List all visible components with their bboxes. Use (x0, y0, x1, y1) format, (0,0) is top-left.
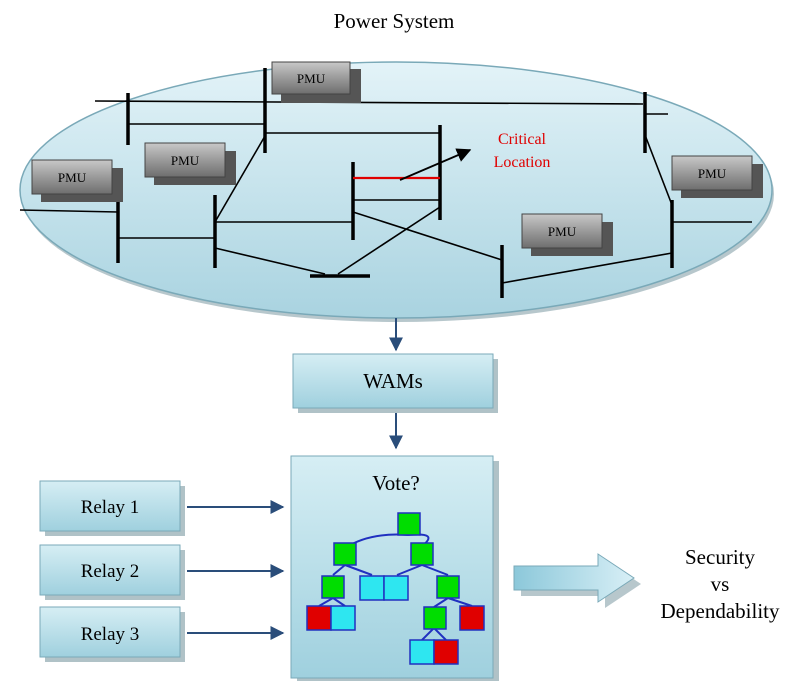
tree-leaf (330, 605, 356, 631)
tree-node (321, 575, 345, 599)
tree-node (436, 575, 460, 599)
critical-label-line1: Critical (498, 131, 547, 148)
tree-node-root (397, 512, 421, 536)
relay-box-1: Relay 1 (39, 480, 185, 536)
outcome-line2: vs (711, 572, 730, 596)
relay-label: Relay 1 (81, 497, 140, 518)
wams-box: WAMs (292, 353, 498, 413)
vote-box: Vote? (290, 455, 499, 681)
pmu-label: PMU (698, 166, 727, 181)
grid-network (19, 100, 752, 284)
tree-leaf (383, 575, 409, 601)
tree-node (333, 542, 357, 566)
relay-label: Relay 2 (81, 561, 140, 582)
outcome-arrow (513, 553, 641, 608)
pmu-label: PMU (548, 224, 577, 239)
pmu-box-top: PMU (271, 61, 361, 103)
tree-node (410, 542, 434, 566)
tree-leaf (306, 605, 332, 631)
power-system-title: Power System (334, 9, 455, 33)
critical-label-line2: Location (494, 154, 551, 171)
tree-leaf (459, 605, 485, 631)
pmu-label: PMU (58, 170, 87, 185)
pmu-box-far-right: PMU (671, 155, 763, 198)
decision-tree (306, 512, 485, 665)
pmu-label: PMU (297, 71, 326, 86)
relay-label: Relay 3 (81, 624, 140, 645)
relay-box-3: Relay 3 (39, 606, 185, 662)
pmu-box-middle: PMU (144, 142, 236, 185)
pmu-box-lower-right: PMU (521, 213, 613, 256)
tree-leaf (409, 639, 435, 665)
critical-arrow (399, 148, 472, 181)
tree-leaf (433, 639, 459, 665)
outcome-line1: Security (685, 545, 755, 569)
vote-label: Vote? (372, 471, 419, 495)
tree-leaf (359, 575, 385, 601)
wams-label: WAMs (363, 369, 423, 393)
relay-box-2: Relay 2 (39, 544, 185, 600)
pmu-box-left: PMU (31, 159, 123, 202)
tree-node (423, 606, 447, 630)
pmu-label: PMU (171, 153, 200, 168)
tree-edges (318, 533, 473, 641)
outcome-line3: Dependability (661, 599, 780, 623)
grid-buses (116, 68, 674, 298)
